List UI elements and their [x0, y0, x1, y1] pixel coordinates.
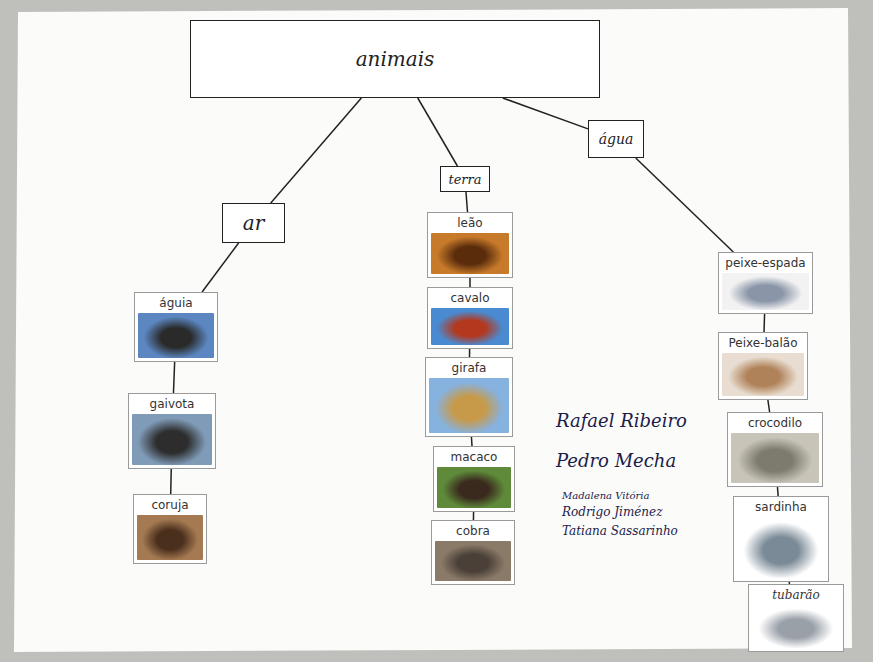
connector-line: [469, 349, 471, 357]
connector-line: [466, 192, 468, 212]
animal-name: leão: [457, 215, 482, 231]
connector-line: [418, 98, 458, 166]
student-name: Tatiana Sassarinho: [562, 524, 678, 538]
category-label: animais: [356, 47, 435, 71]
animal-picture: [752, 605, 840, 648]
animal-card: leão: [427, 212, 513, 278]
animal-picture: [722, 273, 809, 310]
animal-picture: [132, 414, 212, 465]
animal-picture: [722, 353, 804, 396]
animal-card: cavalo: [427, 287, 513, 349]
animal-card: macaco: [433, 446, 515, 512]
animal-card: girafa: [425, 357, 513, 437]
animal-name: macaco: [451, 449, 498, 465]
animal-card: coruja: [133, 494, 207, 564]
animal-name: Peixe-balão: [729, 335, 798, 351]
animal-name: coruja: [151, 497, 188, 513]
animal-card: peixe-espada: [718, 252, 813, 314]
paper: [14, 8, 852, 652]
animal-picture: [435, 541, 511, 581]
connector-line: [471, 437, 473, 446]
animal-picture: [431, 308, 509, 345]
connector-line: [469, 278, 471, 287]
connector-line: [777, 487, 779, 496]
student-name: Rafael Ribeiro: [556, 410, 687, 431]
animal-picture: [737, 517, 825, 578]
student-name: Rodrigo Jiménez: [562, 505, 663, 519]
animal-card: sardinha: [733, 496, 829, 582]
animal-picture: [429, 378, 509, 433]
animal-name: águia: [159, 295, 192, 311]
animal-card: águia: [134, 292, 218, 362]
connector-line: [202, 243, 239, 292]
connector-line: [768, 400, 770, 412]
root-box: animais: [190, 20, 600, 98]
category-label: água: [599, 131, 634, 147]
animal-name: crocodilo: [748, 415, 802, 431]
category-label: ar: [243, 211, 264, 235]
category-box: terra: [440, 166, 490, 192]
animal-picture: [437, 467, 511, 508]
connector-line: [636, 158, 734, 252]
connector-line: [473, 512, 475, 520]
connector-line: [763, 314, 765, 332]
animal-name: sardinha: [755, 499, 807, 515]
animal-card: gaivota: [128, 393, 216, 469]
animal-card: cobra: [431, 520, 515, 585]
category-label: terra: [448, 172, 481, 187]
animal-name: cavalo: [450, 290, 489, 306]
animal-picture: [431, 233, 509, 274]
animal-card: crocodilo: [727, 412, 823, 487]
student-name: Madalena Vitória: [562, 490, 650, 501]
animal-card: Peixe-balão: [718, 332, 808, 400]
animal-name: tubarão: [772, 587, 820, 603]
category-box: água: [588, 120, 644, 158]
animal-name: gaivota: [150, 396, 195, 412]
connector-line: [503, 98, 588, 129]
animal-name: cobra: [456, 523, 490, 539]
animal-name: girafa: [452, 360, 487, 376]
student-name: Pedro Mecha: [556, 450, 676, 471]
connector-line: [271, 98, 362, 203]
animal-picture: [731, 433, 819, 483]
connector-line: [170, 469, 172, 494]
connector-line: [173, 362, 174, 393]
category-box: ar: [222, 203, 285, 243]
animal-name: peixe-espada: [725, 255, 805, 271]
animal-card: tubarão: [748, 584, 844, 652]
animal-picture: [137, 515, 203, 560]
animal-picture: [138, 313, 214, 358]
